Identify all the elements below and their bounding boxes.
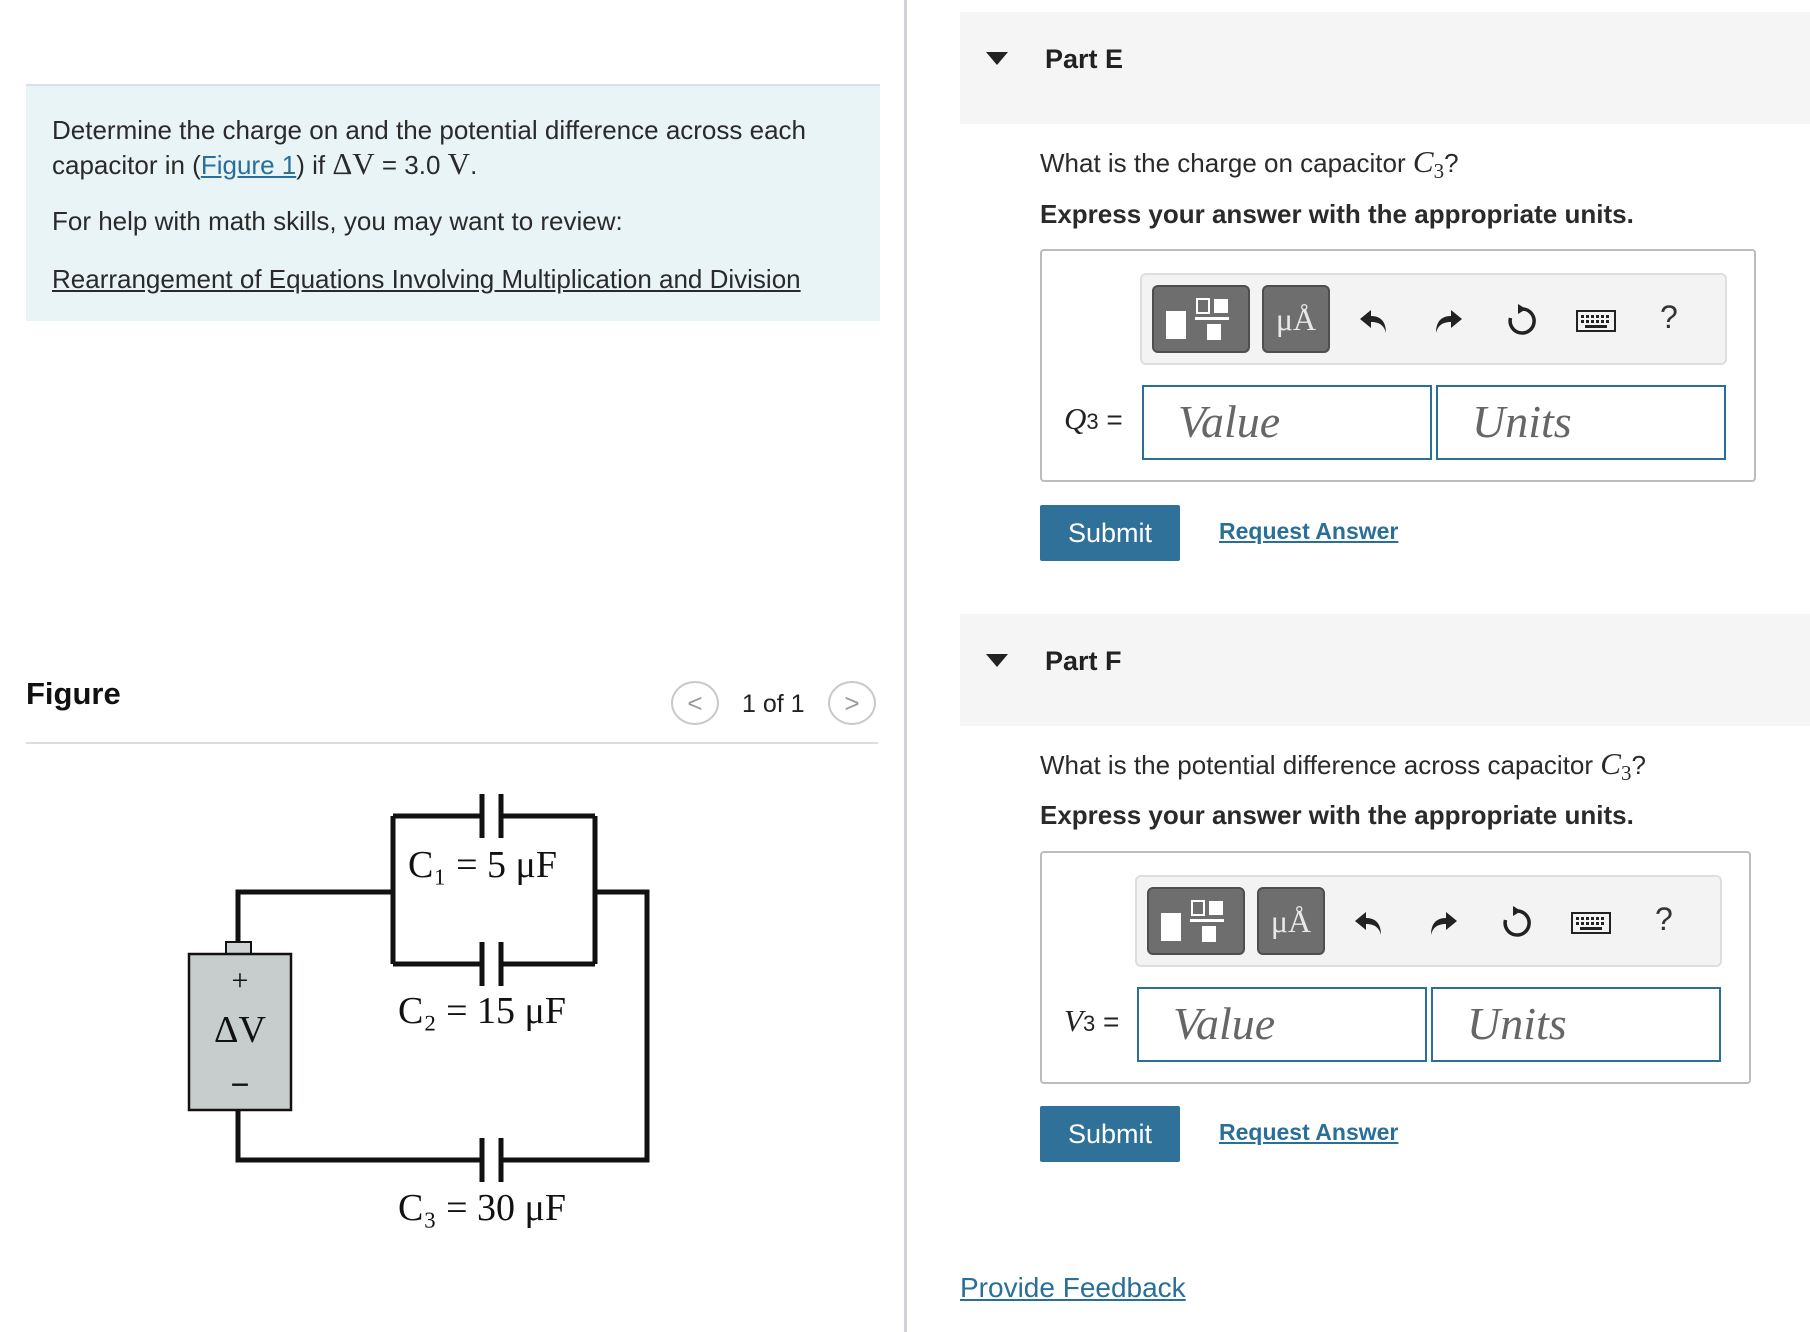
- figure-heading: Figure: [26, 676, 121, 711]
- question-var: C: [1600, 746, 1621, 781]
- question-mark: ?: [1631, 750, 1646, 780]
- keyboard-icon[interactable]: [1572, 297, 1620, 345]
- voltage-value: = 3.0: [374, 150, 448, 180]
- battery-plus: +: [232, 964, 249, 997]
- variable-subscript: 3: [1082, 1011, 1096, 1036]
- problem-intro: Determine the charge on and the potentia…: [26, 84, 880, 321]
- part-f-title: Part F: [1045, 646, 1122, 676]
- part-e-request-answer-link[interactable]: Request Answer: [1219, 518, 1399, 544]
- redo-icon[interactable]: [1424, 297, 1472, 345]
- battery-body: [187, 952, 293, 1112]
- part-f-answer-box: μÅ ? V3 = Value Units: [1040, 851, 1751, 1084]
- voltage-unit: V: [447, 146, 471, 181]
- redo-icon[interactable]: [1419, 899, 1467, 947]
- provide-feedback-link[interactable]: Provide Feedback: [960, 1272, 1186, 1303]
- wire-top-left: [235, 889, 393, 944]
- problem-text-line-2: capacitor in (: [52, 150, 201, 180]
- value-input[interactable]: Value: [1137, 987, 1427, 1062]
- part-e-title: Part E: [1045, 44, 1124, 74]
- part-e-answer-box: μÅ ? Q3 = Value Units: [1040, 249, 1756, 482]
- part-f-header[interactable]: Part F: [960, 614, 1810, 726]
- question-var: C: [1412, 144, 1434, 179]
- c1-label: C₁ = 5 μF: [408, 844, 557, 886]
- fraction-template-icon: [1166, 298, 1229, 340]
- units-button[interactable]: μÅ: [1257, 887, 1325, 955]
- reset-icon[interactable]: [1498, 297, 1546, 345]
- figure-next-button[interactable]: >: [828, 681, 876, 725]
- problem-text-line-1: Determine the charge on and the potentia…: [52, 115, 806, 145]
- part-e-instruction: Express your answer with the appropriate…: [1040, 199, 1634, 229]
- wire-right: [501, 889, 650, 1163]
- value-input[interactable]: Value: [1142, 385, 1432, 460]
- collapse-triangle-icon: [986, 52, 1008, 65]
- question-sub: 3: [1433, 159, 1445, 184]
- part-f-instruction: Express your answer with the appropriate…: [1040, 800, 1634, 830]
- collapse-triangle-icon: [986, 654, 1008, 667]
- help-text: For help with math skills, you may want …: [52, 206, 623, 236]
- part-f-request-answer-link[interactable]: Request Answer: [1219, 1119, 1399, 1145]
- figure-divider: [26, 742, 878, 744]
- part-e-question: What is the charge on capacitor C3?: [1040, 144, 1459, 184]
- template-button[interactable]: [1152, 285, 1250, 353]
- reset-icon[interactable]: [1493, 899, 1541, 947]
- variable-symbol: V: [1064, 1003, 1083, 1038]
- math-toolbar: μÅ ?: [1135, 875, 1722, 967]
- delta-v-symbol: ΔV: [332, 146, 375, 181]
- problem-text: Determine the charge on and the potentia…: [52, 114, 806, 182]
- undo-icon[interactable]: [1350, 297, 1398, 345]
- variable-equals: =: [1098, 404, 1123, 435]
- circuit-diagram: + ΔV − C₁ = 5 μF C₂ = 15 μF C₃ = 30 μF: [187, 794, 650, 1229]
- part-f-submit-button[interactable]: Submit: [1040, 1106, 1180, 1162]
- variable-label: V3 =: [1064, 1003, 1119, 1039]
- help-button[interactable]: ?: [1655, 901, 1673, 937]
- units-input[interactable]: Units: [1431, 987, 1721, 1062]
- variable-equals: =: [1095, 1006, 1120, 1037]
- battery-label: ΔV: [214, 1009, 266, 1051]
- variable-subscript: 3: [1086, 409, 1099, 434]
- figure-counter: 1 of 1: [742, 690, 805, 718]
- undo-icon[interactable]: [1345, 899, 1393, 947]
- units-button[interactable]: μÅ: [1262, 285, 1330, 353]
- c3-label: C₃ = 30 μF: [398, 1187, 566, 1229]
- part-e-header[interactable]: Part E: [960, 12, 1810, 124]
- chevron-right-icon: >: [844, 687, 860, 718]
- help-button[interactable]: ?: [1660, 299, 1678, 335]
- chevron-left-icon: <: [687, 687, 703, 718]
- battery-minus: −: [230, 1067, 249, 1104]
- keyboard-icon[interactable]: [1567, 899, 1615, 947]
- part-f-question: What is the potential difference across …: [1040, 746, 1646, 786]
- math-toolbar: μÅ ?: [1140, 273, 1727, 365]
- figure-prev-button[interactable]: <: [671, 681, 719, 725]
- fraction-template-icon: [1161, 900, 1224, 942]
- template-button[interactable]: [1147, 887, 1245, 955]
- problem-text-if: ) if: [296, 150, 333, 180]
- variable-symbol: Q: [1064, 401, 1087, 436]
- question-text: What is the charge on capacitor: [1040, 148, 1413, 178]
- units-input[interactable]: Units: [1436, 385, 1726, 460]
- part-e-submit-button[interactable]: Submit: [1040, 505, 1180, 561]
- variable-label: Q3 =: [1064, 401, 1123, 437]
- question-sub: 3: [1620, 761, 1632, 786]
- c2-label: C₂ = 15 μF: [398, 990, 566, 1032]
- battery-terminal: [225, 941, 252, 955]
- column-divider: [904, 0, 907, 1332]
- question-mark: ?: [1444, 148, 1459, 178]
- problem-text-period: .: [470, 150, 478, 180]
- figure-link[interactable]: Figure 1: [200, 150, 297, 180]
- question-text: What is the potential difference across …: [1040, 750, 1601, 780]
- wire-bottom: [235, 1110, 482, 1163]
- review-link[interactable]: Rearrangement of Equations Involving Mul…: [52, 264, 801, 294]
